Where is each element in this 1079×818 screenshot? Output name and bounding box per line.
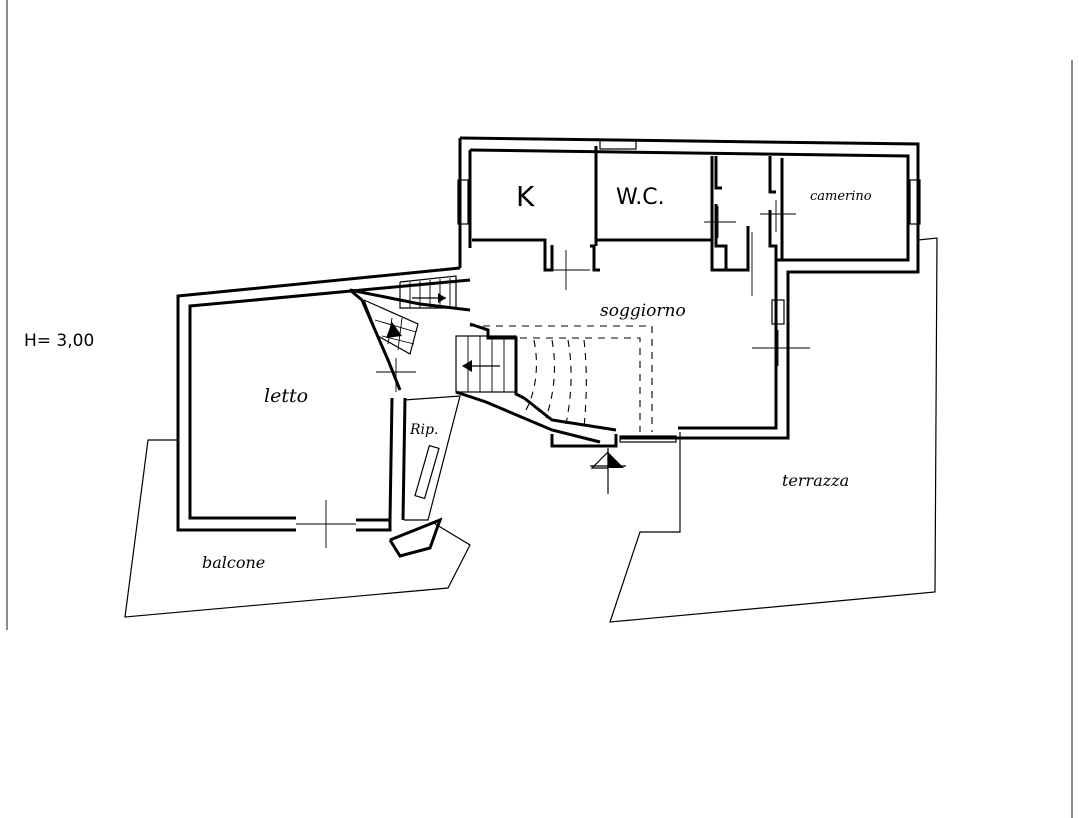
balcone-outline bbox=[124, 439, 471, 618]
mezzanine-dashed bbox=[470, 325, 653, 432]
entrance-arrow-icon bbox=[590, 448, 626, 494]
exterior-walls bbox=[176, 136, 920, 558]
stair-lower bbox=[455, 335, 517, 393]
terrazza-outline bbox=[609, 237, 938, 623]
stair-upper bbox=[363, 275, 457, 355]
windows bbox=[457, 139, 921, 443]
room-label-soggiorno: soggiorno bbox=[600, 301, 686, 321]
room-label-balcone: balcone bbox=[202, 553, 265, 572]
height-note: H= 3,00 bbox=[24, 331, 94, 351]
room-label-kitchen: K bbox=[516, 180, 535, 213]
room-label-terrazza: terrazza bbox=[782, 471, 849, 490]
room-label-camerino: camerino bbox=[810, 189, 872, 204]
room-label-wc: W.C. bbox=[616, 185, 665, 210]
interior-walls bbox=[349, 146, 784, 444]
room-label-letto: letto bbox=[264, 385, 308, 407]
rip-door bbox=[403, 395, 461, 521]
door-marks bbox=[296, 200, 810, 548]
room-label-ripostiglio: Rip. bbox=[409, 422, 438, 438]
